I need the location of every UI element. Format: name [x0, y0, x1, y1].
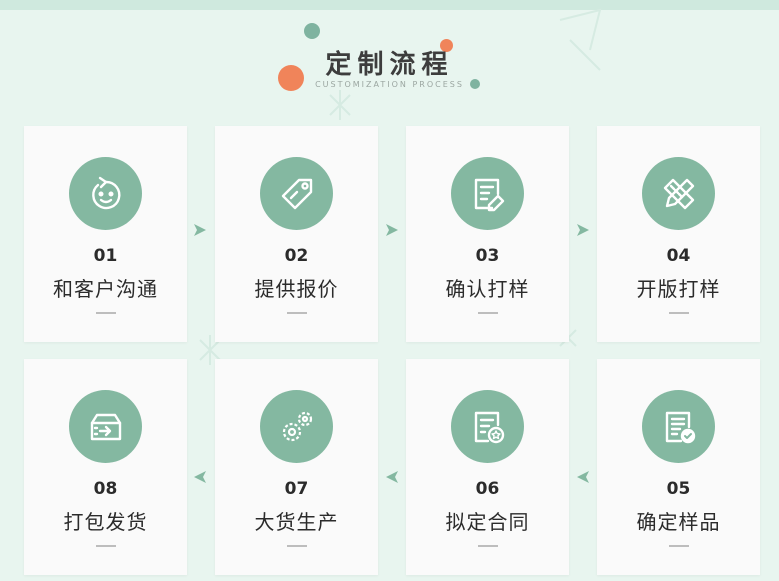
arrow-left-icon — [386, 471, 398, 483]
step-label: 打包发货 — [63, 510, 148, 534]
divider — [669, 545, 689, 547]
step-card-08: 08 打包发货 — [24, 359, 187, 575]
step-icon-circle — [260, 390, 333, 463]
step-card-05: 05 确定样品 — [597, 359, 760, 575]
orange-dot-large — [278, 65, 304, 91]
step-label: 提供报价 — [254, 277, 339, 301]
arrow-left-icon — [194, 471, 206, 483]
price-tag-icon — [281, 178, 312, 209]
step-card-07: 07 大货生产 — [215, 359, 378, 575]
orange-dot-small — [440, 39, 453, 52]
step-number: 05 — [666, 479, 691, 499]
arrow-right-icon — [386, 224, 398, 236]
step-icon-circle — [642, 157, 715, 230]
divider — [478, 545, 498, 547]
step-number: 04 — [666, 246, 691, 266]
step-card-06: 06 拟定合同 — [406, 359, 569, 575]
arrow-left-icon — [577, 471, 589, 483]
divider — [287, 545, 307, 547]
step-number: 01 — [93, 246, 118, 266]
teal-dot-right — [470, 79, 480, 89]
gears-icon — [282, 411, 312, 441]
arrow-right-icon — [577, 224, 589, 236]
step-label: 和客户沟通 — [53, 277, 158, 301]
top-band — [0, 0, 779, 10]
page-subtitle: CUSTOMIZATION PROCESS — [315, 80, 464, 89]
divider — [287, 312, 307, 314]
step-card-03: 03 确认打样 — [406, 126, 569, 342]
step-number: 08 — [93, 479, 118, 499]
step-label: 确认打样 — [445, 277, 530, 301]
divider — [96, 545, 116, 547]
document-edit-icon — [474, 178, 504, 211]
step-number: 07 — [284, 479, 309, 499]
step-card-02: 02 提供报价 — [215, 126, 378, 342]
step-icon-circle — [451, 390, 524, 463]
checklist-approved-icon — [665, 411, 695, 443]
step-label: 开版打样 — [636, 277, 721, 301]
divider — [96, 312, 116, 314]
step-card-04: 04 开版打样 — [597, 126, 760, 342]
step-number: 03 — [475, 246, 500, 266]
chat-face-icon — [91, 176, 121, 209]
step-icon-circle — [69, 157, 142, 230]
step-number: 02 — [284, 246, 309, 266]
page-title: 定制流程 — [325, 50, 454, 80]
step-icon-circle — [69, 390, 142, 463]
divider — [478, 312, 498, 314]
step-label: 确定样品 — [636, 510, 721, 534]
step-icon-circle — [642, 390, 715, 463]
header: 定制流程 CUSTOMIZATION PROCESS — [0, 18, 779, 108]
arrow-right-icon — [194, 224, 206, 236]
divider — [669, 312, 689, 314]
step-number: 06 — [475, 479, 500, 499]
contract-star-icon — [474, 411, 504, 443]
ruler-pencil-icon — [663, 178, 694, 209]
step-icon-circle — [451, 157, 524, 230]
step-label: 大货生产 — [254, 510, 339, 534]
package-ship-icon — [90, 413, 121, 440]
step-card-01: 01 和客户沟通 — [24, 126, 187, 342]
step-label: 拟定合同 — [445, 510, 530, 534]
teal-dot-top — [304, 23, 320, 39]
step-icon-circle — [260, 157, 333, 230]
